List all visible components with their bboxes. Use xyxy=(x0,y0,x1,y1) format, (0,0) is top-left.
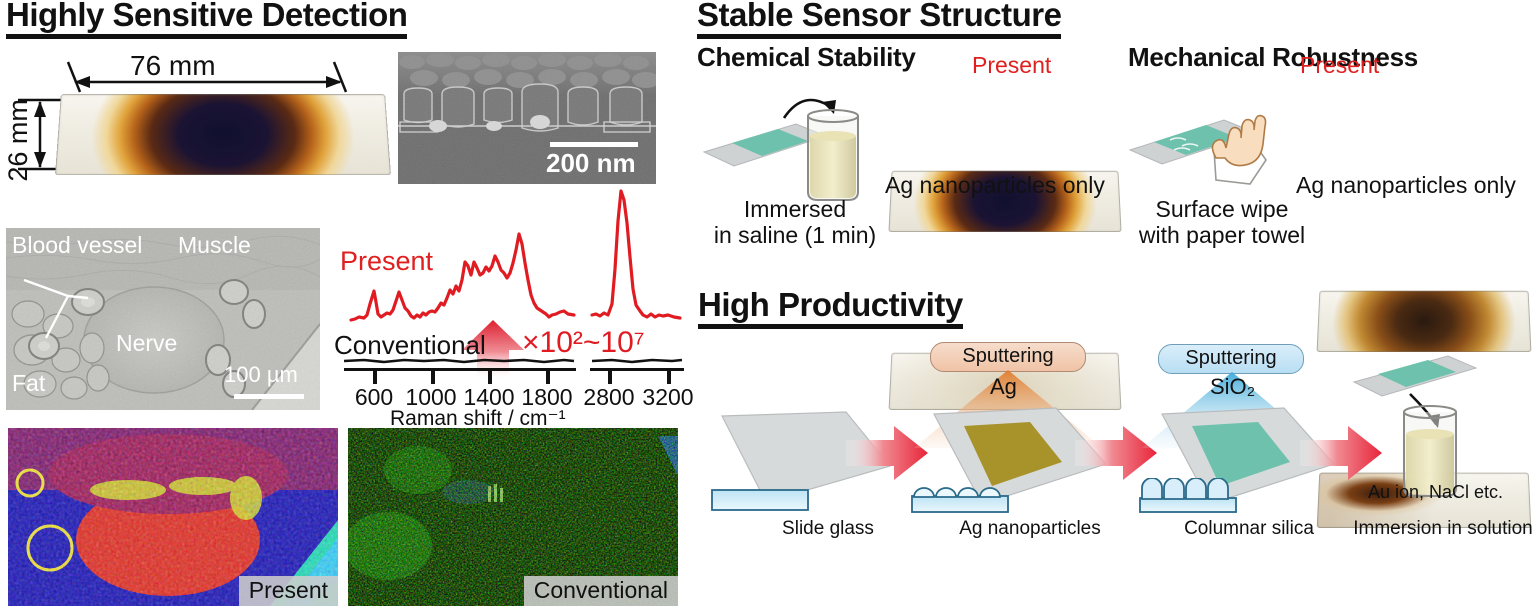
tissue-scale-label: 100 µm xyxy=(224,362,298,388)
mechanical-control-label: Ag nanoparticles only xyxy=(1296,172,1516,198)
title-underline-stable xyxy=(697,34,1061,39)
title-underline xyxy=(6,34,407,39)
section-title-productivity-text: High Productivity xyxy=(698,286,963,323)
subsection-title-chemical: Chemical Stability xyxy=(697,42,916,73)
raman-tick-600 xyxy=(373,371,377,384)
step3-cross-section-icon xyxy=(1136,478,1246,516)
mechanical-process-label: Surface wipe with paper towel xyxy=(1122,196,1322,248)
step4-caption: Immersion in solution xyxy=(1350,518,1536,540)
tissue-micrograph-image: Blood vessel Muscle Nerve Fat 100 µm xyxy=(6,228,320,410)
raman-map-conventional: Conventional xyxy=(348,428,678,606)
sem-cross-section-image: 200 nm xyxy=(398,52,656,184)
chemical-control-label: Ag nanoparticles only xyxy=(885,172,1105,198)
raman-axis-left-segment xyxy=(344,368,576,371)
mechanical-process-line2: with paper towel xyxy=(1122,222,1322,248)
process-arrow-3-icon xyxy=(1300,424,1384,482)
chemical-present-label: Present xyxy=(972,52,1051,79)
mechanical-slide-illustration xyxy=(1128,98,1310,208)
step2-caption: Ag nanoparticles xyxy=(930,518,1130,540)
raman-conventional-trace xyxy=(330,354,690,368)
step4-solution-note: Au ion, NaCl etc. xyxy=(1368,482,1503,503)
section-title-stable: Stable Sensor Structure xyxy=(697,0,1061,39)
section-title-detection-text: Highly Sensitive Detection xyxy=(6,0,407,33)
raman-tick-1000 xyxy=(431,371,435,384)
map-caption-present: Present xyxy=(239,576,338,606)
raman-ticklabel-4: 2800 xyxy=(580,384,638,411)
step3-caption: Columnar silica xyxy=(1156,518,1342,540)
mechanical-present-slide-photo xyxy=(1317,291,1532,352)
section-title-stable-text: Stable Sensor Structure xyxy=(697,0,1061,33)
beaker-illustration xyxy=(798,106,870,206)
raman-series-label-present: Present xyxy=(340,246,433,277)
sem-scale-bar xyxy=(550,142,638,147)
tissue-label-muscle: Muscle xyxy=(178,232,251,259)
step1-caption: Slide glass xyxy=(748,518,908,540)
map-caption-conventional: Conventional xyxy=(524,576,678,606)
chemical-process-line2: in saline (1 min) xyxy=(700,222,890,248)
mechanical-process-line1: Surface wipe xyxy=(1122,196,1322,222)
sensor-slide-photo xyxy=(55,94,391,175)
tissue-scale-bar xyxy=(234,394,304,399)
raman-spectrum-chart: Present Conventional ×10²~10⁷ xyxy=(330,178,690,414)
step2-cross-section-icon xyxy=(908,484,1018,516)
raman-tick-3200 xyxy=(667,371,671,384)
step1-cross-section-icon xyxy=(708,484,818,514)
section-title-productivity: High Productivity xyxy=(698,288,963,329)
tissue-label-nerve: Nerve xyxy=(116,330,177,357)
tissue-label-blood-vessel: Blood vessel xyxy=(12,232,142,259)
height-dimension-label: 26 mm xyxy=(3,99,34,182)
tissue-label-fat: Fat xyxy=(12,370,45,397)
sem-scale-label: 200 nm xyxy=(546,148,636,179)
width-dimension-label: 76 mm xyxy=(130,50,216,82)
step3-badge-text: Sputtering xyxy=(1185,347,1276,369)
raman-tick-2800 xyxy=(608,371,612,384)
raman-tick-1400 xyxy=(488,371,492,384)
raman-tick-1800 xyxy=(546,371,550,384)
step3-material-label: SiO₂ xyxy=(1210,374,1255,400)
raman-map-present: Present xyxy=(8,428,338,606)
section-title-detection: Highly Sensitive Detection xyxy=(6,0,407,39)
raman-ticklabel-5: 3200 xyxy=(639,384,697,411)
step2-badge-text: Sputtering xyxy=(962,345,1053,367)
chemical-process-line1: Immersed xyxy=(700,196,890,222)
step2-material-label: Ag xyxy=(990,374,1017,400)
title-underline-productivity xyxy=(698,324,963,329)
mechanical-present-label: Present xyxy=(1300,52,1379,79)
chemical-process-label: Immersed in saline (1 min) xyxy=(700,196,890,248)
